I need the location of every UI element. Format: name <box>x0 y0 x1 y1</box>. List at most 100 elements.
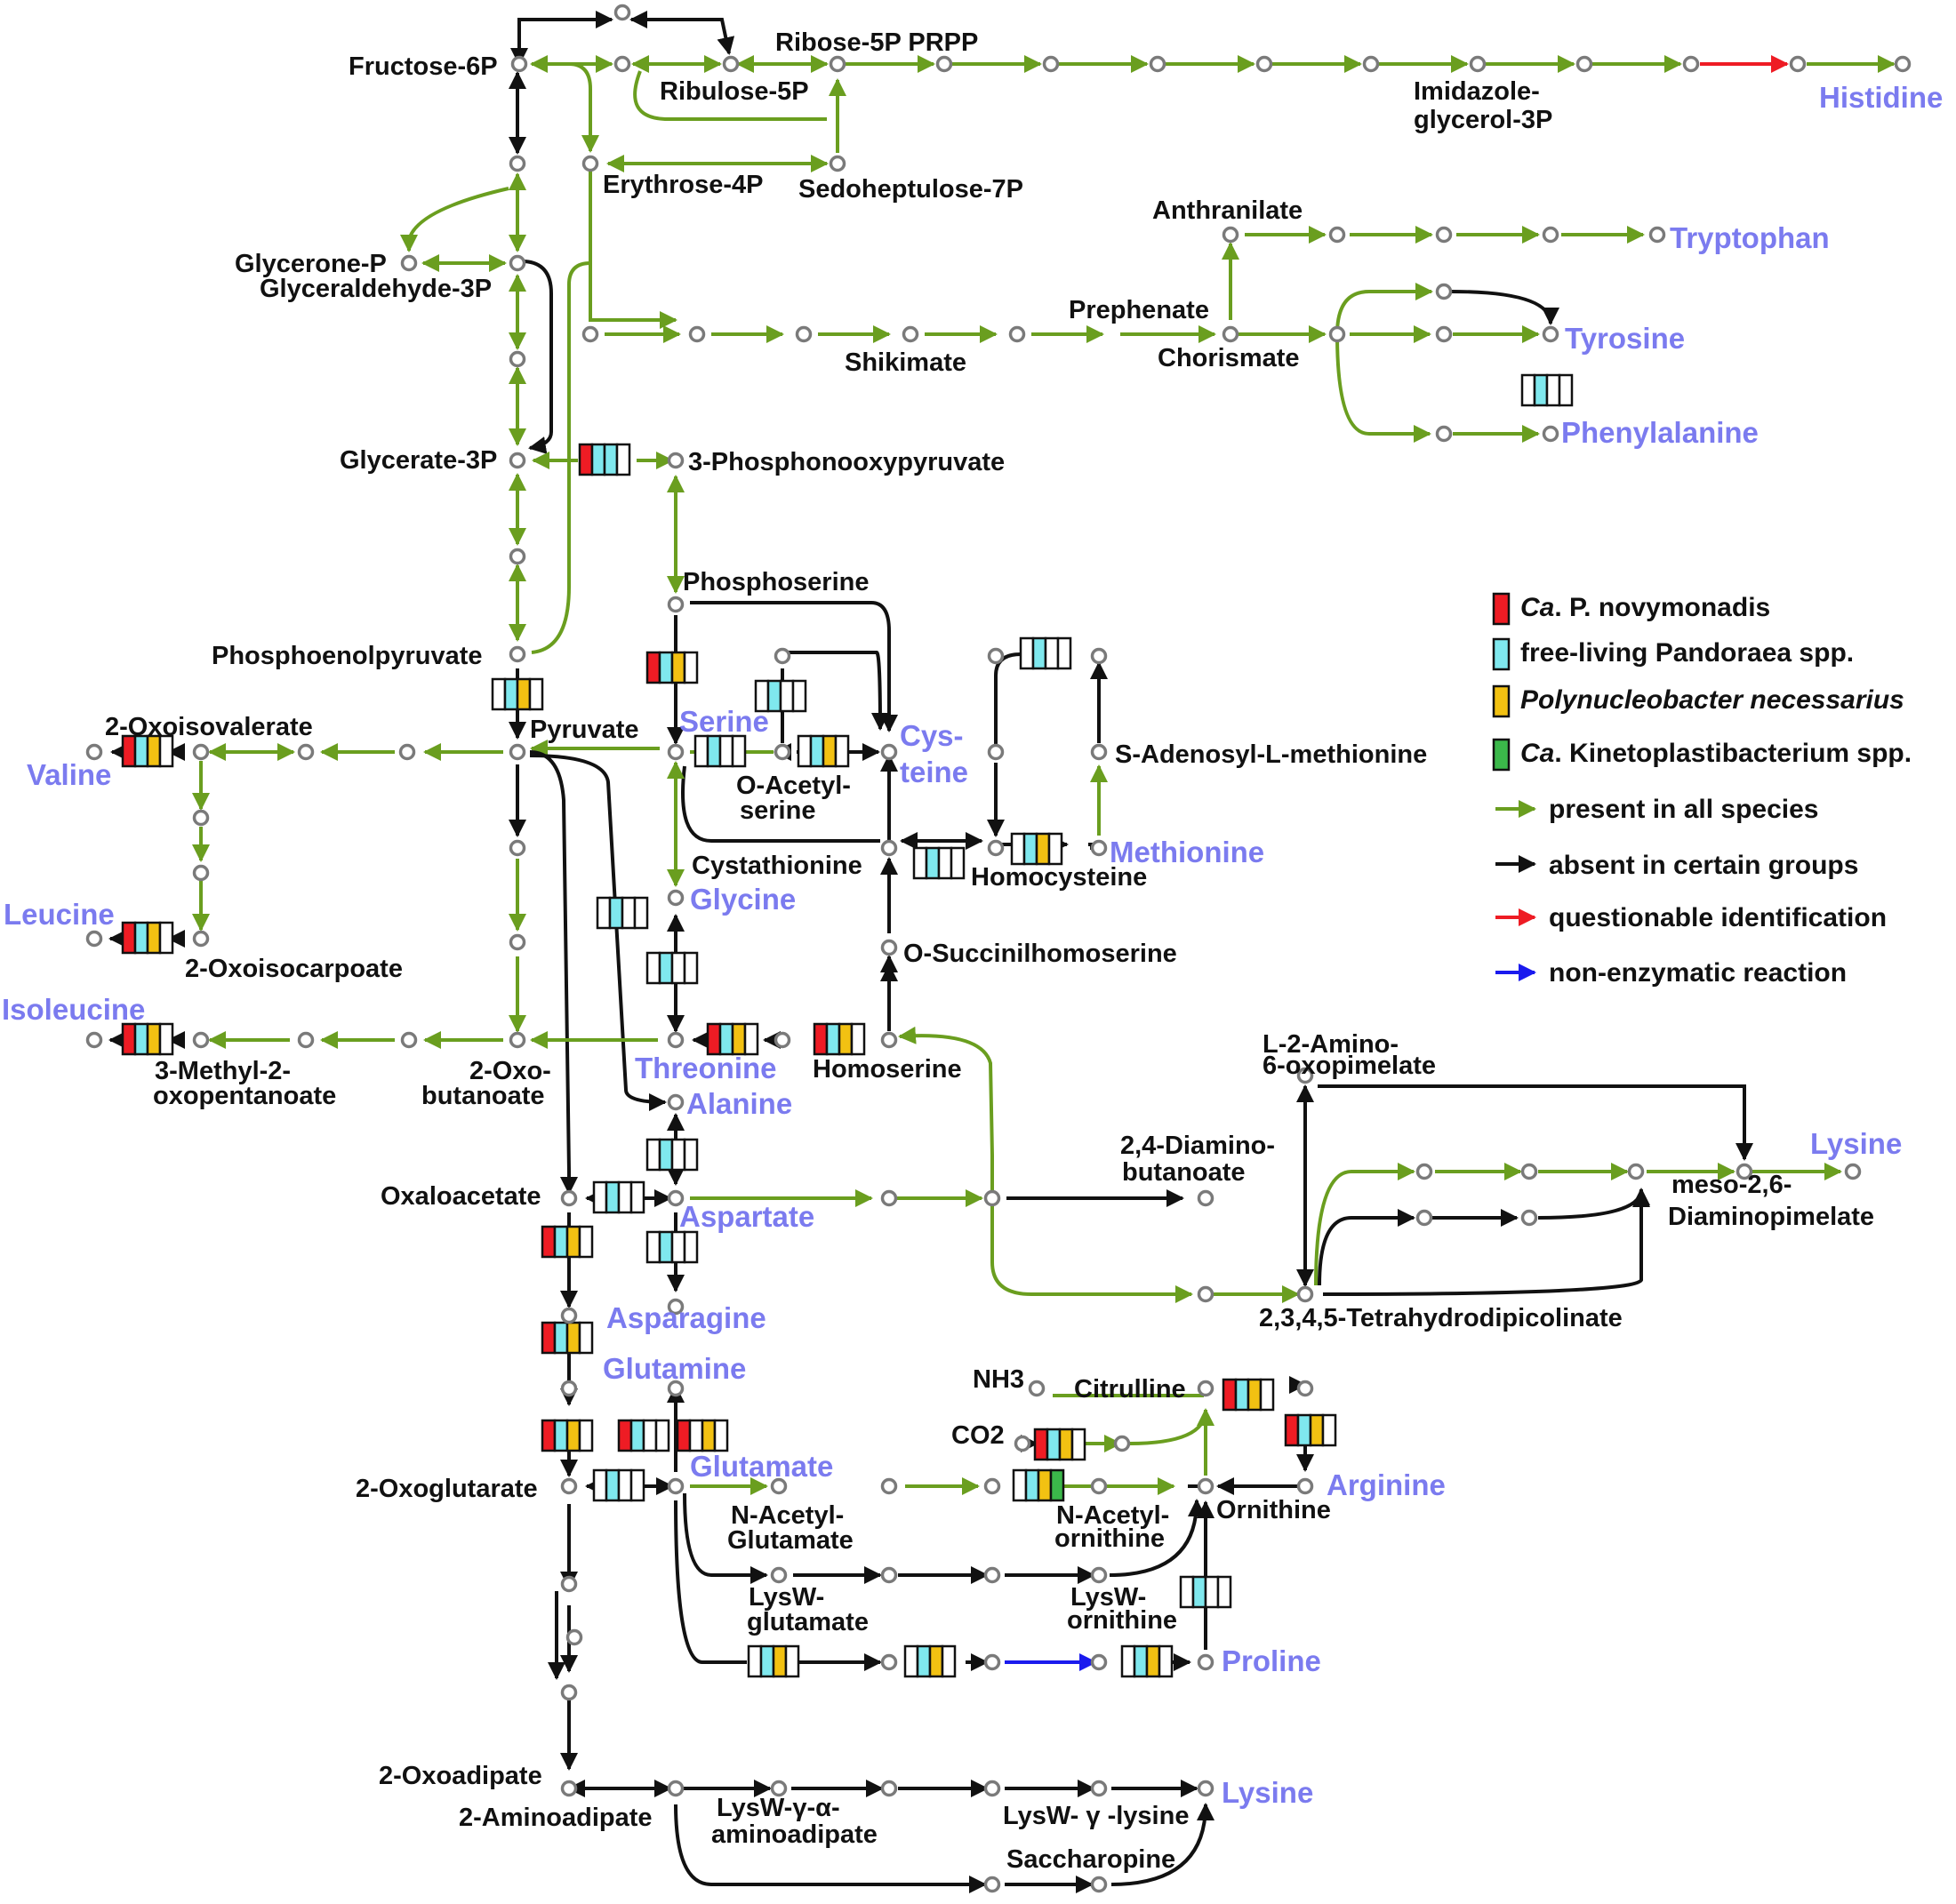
metabolite-node <box>770 1780 788 1797</box>
metabolite-node <box>1627 1163 1645 1180</box>
enzyme-box-cysup <box>754 679 807 713</box>
label-lysw-glutamate-2: glutamate <box>747 1608 869 1636</box>
metabolite-node <box>1090 743 1108 761</box>
metabolite-node <box>509 254 526 272</box>
enzyme-box-pro2 <box>903 1644 957 1678</box>
enzyme-box-asl <box>1284 1413 1337 1447</box>
metabolite-node <box>85 930 103 948</box>
aa-glycine: Glycine <box>690 883 796 916</box>
reaction-arrow <box>529 750 578 1195</box>
metabolite-node <box>1090 1477 1108 1495</box>
metabolite-node <box>880 1189 898 1207</box>
metabolite-node <box>1028 1380 1046 1397</box>
aa-serine: Serine <box>679 705 769 738</box>
enzyme-box-pro1 <box>747 1644 800 1678</box>
metabolite-node <box>880 743 898 761</box>
label-fructose-6p: Fructose-6P <box>349 52 498 81</box>
legend-swatch-red <box>1492 592 1511 626</box>
metabolite-node <box>509 452 526 469</box>
label-l-2-amino-6-oxopimelate-1: L-2-Amino- <box>1263 1030 1399 1059</box>
enzyme-box-gly <box>645 951 699 985</box>
enzyme-box-glns <box>617 1419 670 1452</box>
metabolite-node <box>1090 1653 1108 1671</box>
metabolite-node <box>829 55 846 73</box>
label-homocysteine: Homocysteine <box>971 863 1147 892</box>
aa-proline: Proline <box>1222 1644 1321 1677</box>
aa-threonine: Threonine <box>635 1052 777 1084</box>
aa-tyrosine: Tyrosine <box>1565 322 1685 355</box>
label-tetrahydrodipicolinate: 2,3,4,5-Tetrahydrodipicolinate <box>1259 1304 1623 1332</box>
legend-swatch-cyan <box>1492 637 1511 671</box>
metabolite-node <box>1469 55 1487 73</box>
metabolite-node <box>667 1189 685 1207</box>
label-2-oxobutanoate-1: 2-Oxo- <box>469 1057 551 1085</box>
label-glycerone-p: Glycerone-P <box>235 250 387 278</box>
metabolite-node <box>987 743 1005 761</box>
reaction-arrow <box>633 70 827 121</box>
metabolite-node <box>1197 1189 1214 1207</box>
metabolite-node <box>1222 325 1239 343</box>
enzyme-box-ileta <box>121 1022 174 1056</box>
enzyme-box-mets <box>1010 832 1063 866</box>
label-pyruvate: Pyruvate <box>530 716 639 744</box>
metabolite-node <box>509 645 526 663</box>
aa-lysine-dap: Lysine <box>1810 1127 1902 1160</box>
reaction-arrow <box>1335 283 1433 335</box>
metabolite-node <box>1296 1477 1314 1495</box>
enzyme-box-ala <box>596 896 649 930</box>
aa-phenylalanine: Phenylalanine <box>1561 416 1759 449</box>
metabolite-node <box>1648 226 1666 244</box>
metabolite-node <box>1296 1067 1314 1084</box>
legend-novymonadis: Ca. P. novymonadis <box>1520 593 1770 622</box>
label-n-acetyl-glutamate-1: N-Acetyl- <box>731 1501 844 1530</box>
legend-arrow-keys <box>1495 800 1536 981</box>
aa-arginine: Arginine <box>1327 1468 1446 1501</box>
metabolite-node <box>192 743 210 761</box>
metabolite-node <box>1149 55 1166 73</box>
label-s-adenosyl-l-methionine: S-Adenosyl-L-methionine <box>1115 740 1427 769</box>
metabolite-node <box>1296 1285 1314 1303</box>
metabolite-node <box>297 1031 315 1049</box>
enzyme-box-leuta <box>121 921 174 955</box>
label-lysw-gamma-alpha-aminoadipate-2: aminoadipate <box>711 1820 878 1849</box>
metabolite-node <box>1090 1566 1108 1584</box>
metabolite-node <box>667 452 685 469</box>
label-ornithine: Ornithine <box>1216 1496 1331 1524</box>
metabolite-node <box>983 1566 1001 1584</box>
metabolite-node <box>1197 1653 1214 1671</box>
enzyme-box-aspta <box>592 1180 645 1214</box>
legend-pandoraea: free-living Pandoraea spp. <box>1520 638 1854 668</box>
reaction-arrow <box>690 601 898 732</box>
label-erythrose-4p: Erythrose-4P <box>603 171 764 199</box>
metabolite-node <box>1789 55 1807 73</box>
metabolite-node <box>1042 55 1060 73</box>
label-glyceraldehyde-3p: Glyceraldehyde-3P <box>260 275 492 303</box>
label-glycerate-3p: Glycerate-3P <box>340 446 497 475</box>
metabolite-node <box>1197 1285 1214 1303</box>
label-3-methyl-2-oxopentanoate-1: 3-Methyl-2- <box>155 1057 291 1085</box>
label-ribose-5p-prpp: Ribose-5P PRPP <box>775 28 978 57</box>
metabolite-node <box>880 1566 898 1584</box>
metabolite-nodes <box>85 4 1912 1893</box>
metabolite-node <box>1435 425 1453 443</box>
reaction-arrow <box>629 11 735 55</box>
aa-asparagine: Asparagine <box>606 1301 766 1334</box>
legend-swatch-green <box>1492 738 1511 772</box>
metabolite-node <box>667 1093 685 1111</box>
enzyme-box-valta <box>121 734 174 768</box>
label-n-acetyl-ornithine-2: ornithine <box>1054 1524 1165 1553</box>
enzyme-box-pro3 <box>1120 1644 1174 1678</box>
metabolite-node <box>1008 325 1026 343</box>
metabolite-node <box>1090 647 1108 665</box>
label-saccharopine: Saccharopine <box>1006 1845 1175 1874</box>
metabolite-node <box>880 1031 898 1049</box>
amino-acid-labels: Histidine Tryptophan Tyrosine Phenylalan… <box>2 81 1943 1809</box>
metabolite-node <box>1542 425 1559 443</box>
metabolite-node <box>935 55 953 73</box>
label-2-oxoglutarate: 2-Oxoglutarate <box>356 1475 538 1503</box>
label-lysw-glutamate-1: LysW- <box>749 1583 824 1612</box>
label-lysw-gamma-lysine: LysW- γ -lysine <box>1003 1802 1189 1830</box>
legend-absent-some: absent in certain groups <box>1549 851 1858 880</box>
enzyme-box-tca3 <box>541 1419 594 1452</box>
metabolite-node <box>1362 55 1380 73</box>
